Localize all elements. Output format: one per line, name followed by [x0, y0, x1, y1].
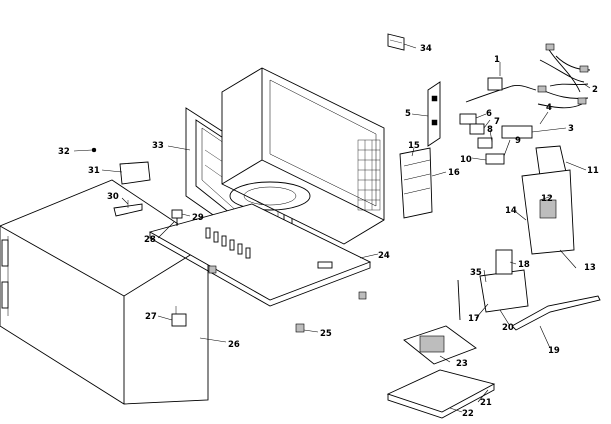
callout-22: 22	[462, 409, 474, 419]
callout-4: 4	[546, 103, 552, 113]
wire-harness	[537, 43, 591, 109]
control-unit	[521, 169, 575, 255]
callout-33: 33	[152, 141, 164, 151]
hv-transformer	[403, 325, 477, 365]
callout-5: 5	[405, 109, 411, 119]
callout-7: 7	[494, 117, 500, 127]
callout-1: 1	[494, 55, 500, 65]
callout-2: 2	[592, 85, 598, 95]
caution-label	[119, 161, 151, 185]
hinge-bracket	[113, 200, 143, 217]
callout-8: 8	[487, 125, 493, 135]
power-cord	[465, 77, 537, 103]
rubber-feet	[208, 265, 367, 333]
callout-11: 11	[587, 166, 599, 176]
callout-25: 25	[320, 329, 332, 339]
label-screw	[91, 147, 97, 153]
callout-20: 20	[502, 323, 514, 333]
leader-lines	[73, 43, 591, 413]
callout-24: 24	[378, 251, 390, 261]
callout-15: 15	[408, 141, 420, 151]
cooling-fan-duct	[457, 249, 529, 321]
callout-14: 14	[505, 206, 517, 216]
callout-19: 19	[548, 346, 560, 356]
callout-13: 13	[584, 263, 596, 273]
base-bracket	[386, 369, 496, 419]
callout-32: 32	[58, 147, 70, 157]
callout-10: 10	[460, 155, 472, 165]
callout-35: 35	[470, 268, 482, 278]
base-plate	[148, 203, 372, 307]
door-switches	[459, 113, 533, 165]
callout-labels: 1 2 3 4 5 6 7 8 9 10 11 12 13 14 15 16 1…	[58, 44, 599, 419]
turntable-motor	[171, 306, 187, 327]
callout-27: 27	[145, 312, 157, 322]
callout-26: 26	[228, 340, 240, 350]
hinge-rail	[511, 295, 601, 331]
callout-34: 34	[420, 44, 432, 54]
callout-23: 23	[456, 359, 468, 369]
outer-cabinet	[0, 179, 209, 405]
callout-28: 28	[144, 235, 156, 245]
callout-29: 29	[192, 213, 204, 223]
callout-17: 17	[468, 314, 480, 324]
switch-bracket	[427, 81, 441, 147]
callout-21: 21	[480, 398, 492, 408]
callout-12: 12	[541, 194, 553, 204]
callout-6: 6	[486, 109, 492, 119]
callout-18: 18	[518, 260, 530, 270]
vent-grid	[357, 139, 381, 211]
callout-16: 16	[448, 168, 460, 178]
callout-3: 3	[568, 124, 574, 134]
top-label-plate	[387, 33, 405, 51]
oven-cavity	[221, 67, 385, 267]
callout-31: 31	[88, 166, 100, 176]
magnetron	[399, 147, 433, 219]
callout-9: 9	[515, 136, 521, 146]
base-slots	[205, 227, 251, 259]
callout-30: 30	[107, 192, 119, 202]
